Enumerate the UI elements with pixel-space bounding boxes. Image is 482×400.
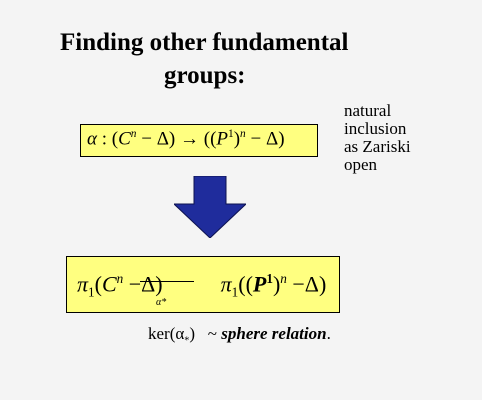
inclusion-map-formula: α : (Cn − Δ) → ((P1)n − Δ): [80, 124, 318, 157]
note-line: open: [344, 155, 378, 174]
subscript-one-2: 1: [231, 284, 239, 300]
paren-close: ): [168, 128, 176, 150]
note-line: natural: [344, 101, 392, 120]
exponent-n: n: [116, 271, 124, 286]
sphere-relation-text: sphere relation: [221, 324, 327, 343]
colon: :: [96, 128, 112, 150]
paren-close-outer: ): [278, 128, 285, 150]
complex-space-symbol: C: [118, 128, 131, 150]
maps-to-arrow: →: [175, 128, 204, 150]
note-line: as Zariski: [344, 137, 411, 156]
kernel-close: ): [189, 324, 196, 343]
kernel-statement: ker(α*) ~ sphere relation.: [148, 324, 331, 346]
tilde: ~: [195, 324, 222, 343]
subscript-one: 1: [88, 284, 95, 300]
star-subscript: *: [184, 335, 190, 347]
complex-space-symbol: C: [101, 271, 117, 297]
period: .: [326, 324, 331, 343]
pi-symbol: π: [77, 271, 89, 297]
slide-title-line-2: groups:: [164, 62, 246, 89]
exponent-one: 1: [266, 271, 273, 286]
paren-close-inner: ): [233, 128, 241, 150]
projective-line-symbol: P: [252, 271, 267, 297]
side-note: natural inclusion as Zariski open: [344, 102, 411, 174]
alpha-symbol: α: [87, 128, 97, 150]
exponent-n: n: [130, 128, 137, 140]
slide-title-line-1: Finding other fundamental: [60, 29, 349, 56]
alpha-star-label: α*: [156, 297, 167, 308]
paren-close: ): [155, 271, 163, 297]
paren-close-outer: ): [318, 271, 327, 297]
note-line: inclusion: [344, 119, 407, 138]
paren-open: (: [111, 128, 119, 150]
minus-delta-2: − Δ: [245, 128, 279, 150]
induced-map-arrow-line: [140, 281, 194, 282]
fundamental-group-map-formula: π1(Cn −Δ)π1((P1)n −Δ): [66, 256, 340, 313]
exponent-n-2: n: [240, 128, 246, 140]
minus-delta: −Δ: [123, 271, 156, 297]
paren-open-double: ((: [238, 271, 253, 297]
exponent-n-2: n: [280, 271, 287, 286]
paren-open-double: ((: [203, 128, 217, 150]
paren-open: (: [94, 271, 102, 297]
exponent-one: 1: [228, 128, 234, 140]
pi-symbol-2: π: [220, 271, 232, 297]
minus-delta-2: −Δ: [286, 271, 319, 297]
kernel-text: ker(α: [148, 324, 185, 343]
minus-delta: − Δ: [136, 128, 169, 150]
down-arrow-icon: [174, 176, 246, 238]
projective-line-symbol: P: [216, 128, 229, 150]
paren-close-inner: ): [272, 271, 281, 297]
